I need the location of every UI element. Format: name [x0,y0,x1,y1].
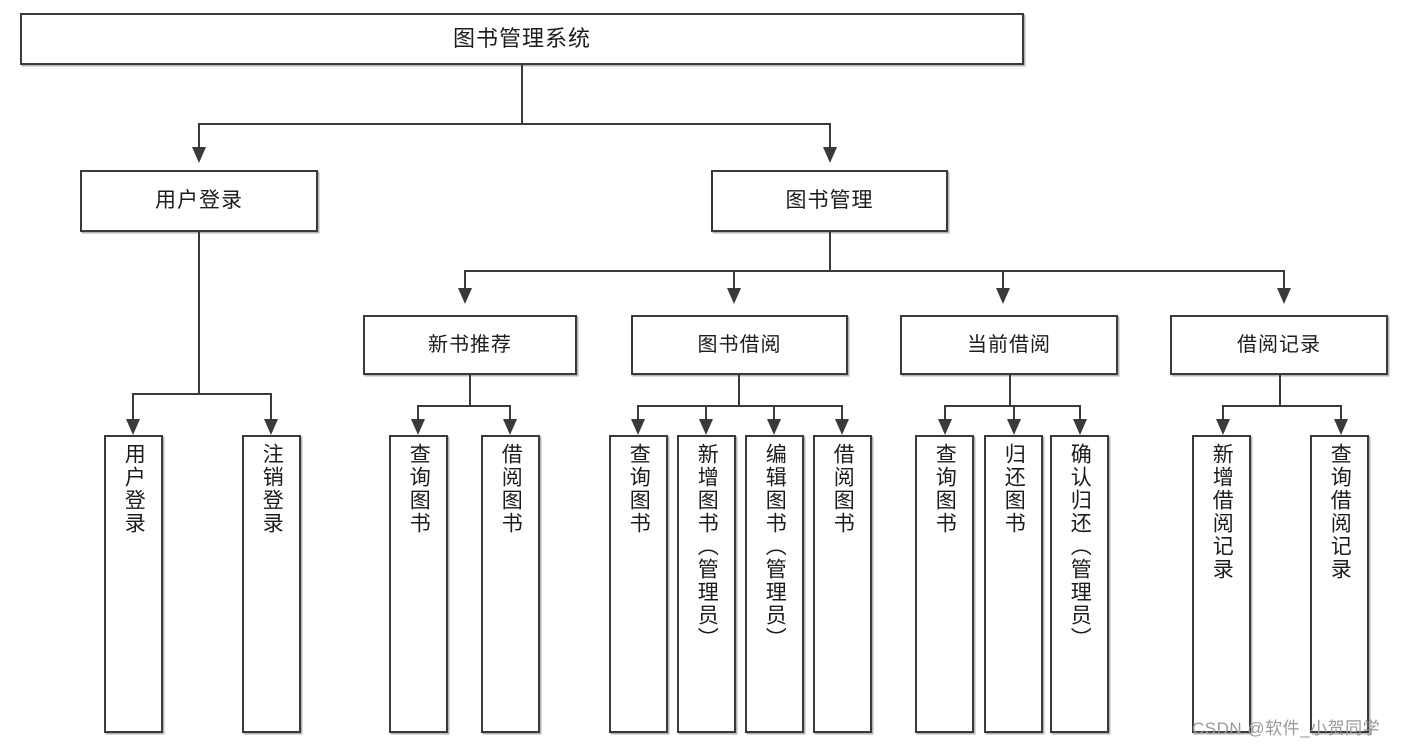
arrowhead-cb-leaf-1 [938,419,952,435]
leaf-nbr-borrow-book[interactable]: 借阅图书 [481,435,540,733]
connector-nbr-drop-1 [417,405,419,419]
node-current-borrow[interactable]: 当前借阅 [900,315,1118,375]
leaf-nbr-query-book[interactable]: 查询图书 [389,435,448,733]
node-label: 当前借阅 [967,333,1051,356]
leaf-user-login-logout[interactable]: 注销登录 [242,435,301,733]
connector-root-drop-right [829,123,831,147]
arrowhead-cb-leaf-3 [1073,419,1087,435]
node-label: 用户登录 [155,188,243,212]
node-user-login[interactable]: 用户登录 [80,170,318,232]
connector-bb-stem [738,375,740,405]
connector-nbr-bus [417,405,511,407]
connector-book-management-bus [464,270,1285,272]
arrowhead-br-leaf-1 [1216,419,1230,435]
arrowhead-nbr-leaf-1 [411,419,425,435]
arrowhead-user-login-leaf-2 [264,419,278,435]
connector-bb-drop-1 [637,405,639,419]
node-root-book-management-system[interactable]: 图书管理系统 [20,13,1024,65]
connector-book-management-stem [829,232,831,270]
node-label: 编辑图书（管理员） [763,443,787,650]
connector-cb-drop-2 [1013,405,1015,419]
connector-br-bus [1222,405,1342,407]
leaf-bb-query-book[interactable]: 查询图书 [609,435,668,733]
connector-cb-stem [1009,375,1011,405]
arrowhead-br-leaf-2 [1334,419,1348,435]
connector-cb-bus [944,405,1080,407]
arrowhead-to-book-borrow [727,288,741,304]
connector-cb-drop-1 [944,405,946,419]
arrowhead-bb-leaf-3 [767,419,781,435]
connector-user-login-bus [132,393,272,395]
connector-bm-drop-4 [1283,270,1285,288]
leaf-user-login-login[interactable]: 用户登录 [104,435,163,733]
connector-br-drop-2 [1340,405,1342,419]
leaf-cb-return-book[interactable]: 归还图书 [984,435,1043,733]
connector-user-login-stem [198,232,200,393]
node-label: 查询图书 [407,443,431,535]
connector-root-bus [198,123,830,125]
node-label: 借阅图书 [499,443,523,535]
node-label: 新书推荐 [428,333,512,356]
node-label: 注销登录 [260,443,284,535]
connector-cb-drop-3 [1079,405,1081,419]
node-label: 图书管理系统 [452,26,591,52]
arrowhead-to-new-book-recommend [458,288,472,304]
connector-nbr-stem [469,375,471,405]
connector-bm-drop-2 [733,270,735,288]
arrowhead-to-book-management [823,147,837,163]
connector-bb-drop-4 [841,405,843,419]
connector-bm-drop-1 [464,270,466,288]
node-borrow-record[interactable]: 借阅记录 [1170,315,1388,375]
connector-bm-drop-3 [1002,270,1004,288]
connector-br-stem [1279,375,1281,405]
leaf-br-query-record[interactable]: 查询借阅记录 [1310,435,1369,733]
leaf-cb-confirm-return-admin[interactable]: 确认归还（管理员） [1050,435,1109,733]
arrowhead-nbr-leaf-2 [503,419,517,435]
node-label: 图书管理 [785,188,874,212]
node-label: 借阅记录 [1237,333,1321,356]
connector-nbr-drop-2 [509,405,511,419]
leaf-bb-add-book-admin[interactable]: 新增图书（管理员） [677,435,736,733]
node-book-borrow[interactable]: 图书借阅 [631,315,848,375]
arrowhead-to-borrow-record [1277,288,1291,304]
node-label: 查询图书 [627,443,651,535]
leaf-cb-query-book[interactable]: 查询图书 [915,435,974,733]
connector-user-login-drop-1 [132,393,134,419]
node-label: 查询借阅记录 [1328,443,1352,581]
node-label: 图书借阅 [697,333,782,356]
node-new-book-recommend[interactable]: 新书推荐 [363,315,577,375]
arrowhead-bb-leaf-1 [631,419,645,435]
node-label: 归还图书 [1002,443,1026,535]
csdn-watermark: CSDN @软件_小贺同学 [1192,719,1381,738]
arrowhead-cb-leaf-2 [1007,419,1021,435]
node-label: 用户登录 [122,443,146,535]
node-label: 查询图书 [933,443,957,535]
connector-user-login-drop-2 [270,393,272,419]
node-label: 确认归还（管理员） [1068,443,1092,650]
arrowhead-bb-leaf-4 [835,419,849,435]
arrowhead-to-user-login [192,147,206,163]
leaf-br-add-record[interactable]: 新增借阅记录 [1192,435,1251,733]
connector-bb-drop-2 [705,405,707,419]
node-label: 新增图书（管理员） [695,443,719,650]
connector-bb-bus [637,405,843,407]
node-label: 新增借阅记录 [1210,443,1234,581]
leaf-bb-edit-book-admin[interactable]: 编辑图书（管理员） [745,435,804,733]
connector-root-drop-left [198,123,200,147]
arrowhead-user-login-leaf-1 [126,419,140,435]
connector-br-drop-1 [1222,405,1224,419]
arrowhead-to-current-borrow [996,288,1010,304]
node-book-management[interactable]: 图书管理 [711,170,948,232]
connector-root-stem [521,65,523,123]
arrowhead-bb-leaf-2 [699,419,713,435]
node-label: 借阅图书 [831,443,855,535]
leaf-bb-borrow-book[interactable]: 借阅图书 [813,435,872,733]
connector-bb-drop-3 [773,405,775,419]
